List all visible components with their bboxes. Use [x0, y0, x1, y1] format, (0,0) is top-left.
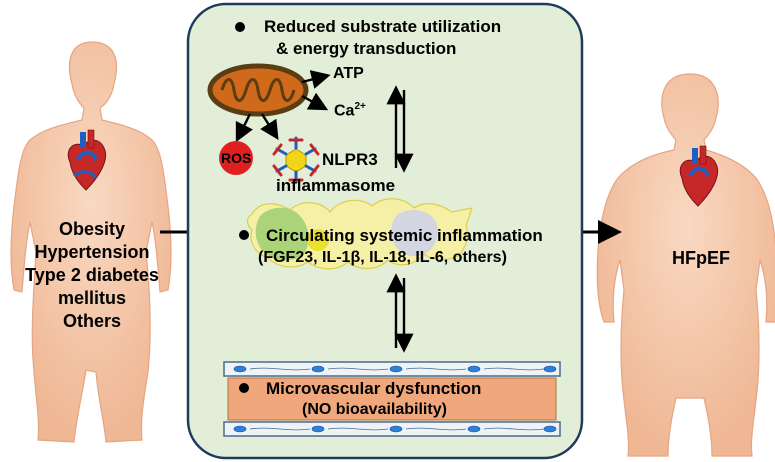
section2-markers: (FGF23, IL-1β, IL-18, IL-6, others) — [258, 249, 507, 266]
ros-circle — [219, 141, 253, 175]
left-body-figure — [10, 41, 172, 443]
ca-superscript: 2+ — [354, 101, 366, 112]
section1-title-line1: Reduced substrate utilization — [264, 17, 502, 36]
ros-label: ROS — [221, 150, 252, 166]
risk-factor-item: Others — [62, 311, 122, 331]
risk-factor-item: mellitus — [57, 288, 127, 308]
atp-label: ATP — [333, 65, 364, 82]
risk-factor-item: Type 2 diabetes — [25, 265, 159, 285]
bullet-3 — [239, 383, 249, 393]
arrow-to-ca — [301, 92, 329, 111]
section2-title: Circulating systemic inflammation — [266, 226, 543, 245]
mitochondrion-icon — [207, 63, 309, 117]
section3-subtitle: (NO bioavailability) — [302, 401, 447, 418]
arrow-to-atp — [301, 70, 331, 89]
risk-factor-list: Obesity Hypertension Type 2 diabetes mel… — [0, 218, 184, 333]
right-body-figure — [596, 73, 775, 457]
blood-vessel — [223, 361, 561, 437]
risk-factor-item: Obesity — [58, 219, 126, 239]
ca-label: Ca2+ — [334, 101, 366, 120]
nlrp3-label: NLPR3 — [322, 150, 378, 169]
bullet-2 — [239, 230, 249, 240]
heart-icon — [679, 145, 718, 207]
section3-title: Microvascular dysfunction — [266, 379, 482, 398]
arrow-to-nlrp3 — [260, 113, 279, 141]
section1-title-line2: & energy transduction — [276, 39, 457, 58]
ca-label-text: Ca — [334, 102, 355, 120]
inflammation-cloud — [246, 198, 473, 270]
inflammasome-icon — [272, 136, 320, 184]
outcome-label: HFpEF — [672, 248, 730, 268]
inflammasome-label: inflammasome — [276, 176, 396, 195]
heart-icon — [67, 129, 106, 191]
risk-factor-item: Hypertension — [34, 242, 150, 262]
bullet-1 — [235, 22, 245, 32]
arrow-to-ros — [235, 113, 254, 143]
